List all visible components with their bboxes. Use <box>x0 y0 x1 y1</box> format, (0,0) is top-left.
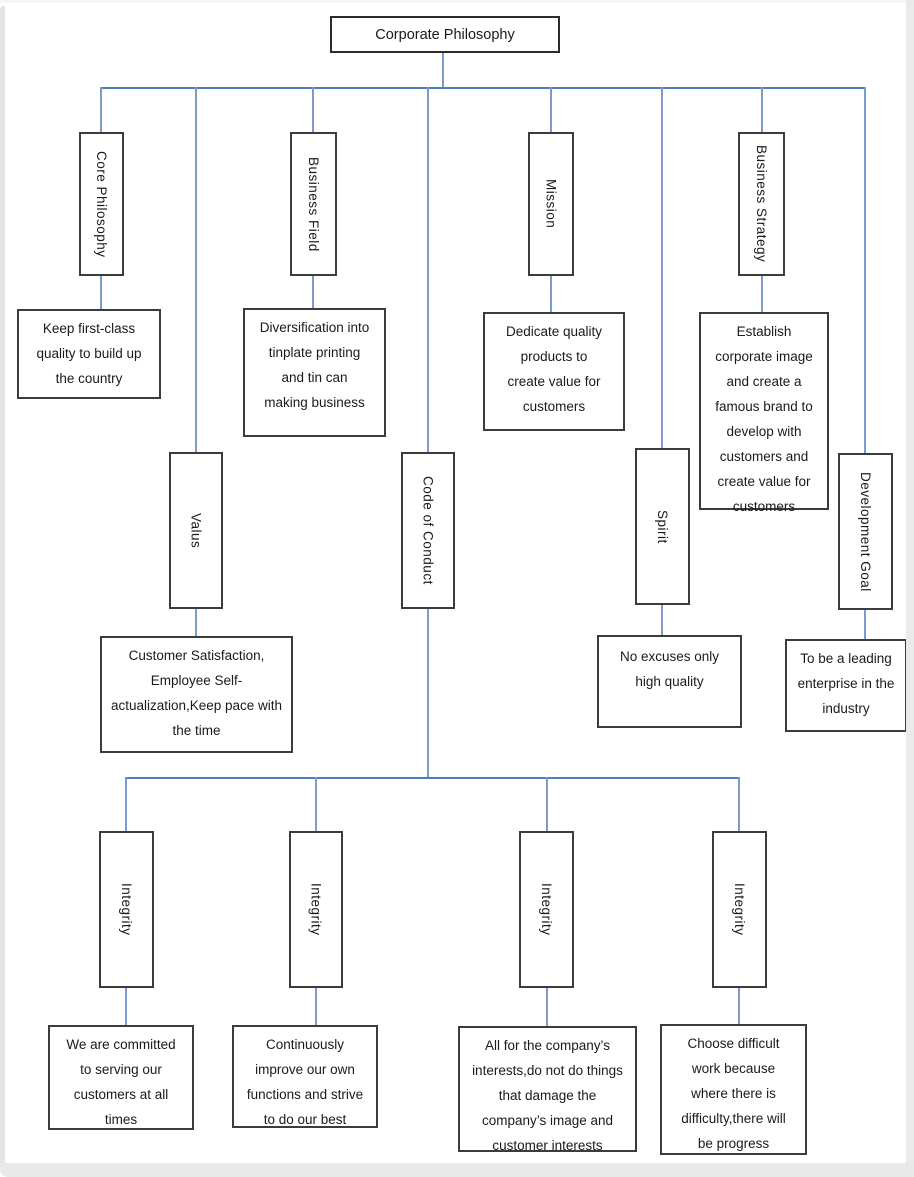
desc-box-mission: Dedicate quality products to create valu… <box>483 312 625 431</box>
connector-drop-integrity-3 <box>546 777 548 831</box>
node-box-business-field: Business Field <box>290 132 337 276</box>
connector-drop-integrity-4 <box>738 777 740 831</box>
connector-mission-desc <box>550 276 552 312</box>
connector-integrity-4-desc <box>738 988 740 1024</box>
connector-drop-mission <box>550 87 552 132</box>
node-box-integrity-3: Integrity <box>519 831 574 988</box>
connector-code-of-conduct-bus <box>427 609 429 777</box>
desc-box-integrity-4: Choose difficult work because where ther… <box>660 1024 807 1155</box>
node-box-integrity-1: Integrity <box>99 831 154 988</box>
desc-box-integrity-3: All for the company’s interests,do not d… <box>458 1026 637 1153</box>
connector-root-drop <box>442 53 444 87</box>
connector-integrity-2-desc <box>315 988 317 1025</box>
node-box-corporate-philosophy: Corporate Philosophy <box>330 16 560 53</box>
page-edge-right <box>906 0 914 1177</box>
node-label-integrity-2: Integrity <box>308 883 324 936</box>
connector-business-strategy-desc <box>761 276 763 312</box>
desc-box-business-field: Diversification into tinplate printing a… <box>243 308 386 437</box>
node-box-integrity-2: Integrity <box>289 831 343 988</box>
desc-box-spirit: No excuses only high quality <box>597 635 742 728</box>
page-edge-left <box>0 6 5 1171</box>
node-label-integrity-1: Integrity <box>119 883 134 936</box>
node-box-spirit: Spirit <box>635 448 690 605</box>
node-box-integrity-4: Integrity <box>712 831 767 988</box>
node-box-code-of-conduct: Code of Conduct <box>401 452 455 609</box>
connector-integrity-3-desc <box>546 988 548 1026</box>
desc-box-valus: Customer Satisfaction, Employee Self-act… <box>100 636 293 753</box>
node-label-core-philosophy: Core Philosophy <box>94 150 109 258</box>
connector-drop-valus <box>195 87 197 452</box>
connector-bus-1 <box>100 87 865 89</box>
node-label-business-field: Business Field <box>306 156 321 252</box>
node-label-development-goal: Development Goal <box>858 471 873 592</box>
connector-drop-core-philosophy <box>100 87 102 132</box>
page-edge-top <box>0 0 914 3</box>
connector-core-philosophy-desc <box>100 276 102 309</box>
page-edge-bottom <box>0 1163 914 1177</box>
desc-box-integrity-2: Continuously improve our own functions a… <box>232 1025 378 1128</box>
node-label-corporate-philosophy: Corporate Philosophy <box>375 26 515 43</box>
desc-box-integrity-1: We are committed to serving our customer… <box>48 1025 194 1130</box>
connector-development-goal-desc <box>864 610 866 639</box>
node-label-code-of-conduct: Code of Conduct <box>420 476 436 585</box>
node-label-integrity-3: Integrity <box>539 883 554 936</box>
node-box-mission: Mission <box>528 132 574 276</box>
connector-business-field-desc <box>312 276 314 308</box>
connector-integrity-1-desc <box>125 988 127 1025</box>
desc-box-development-goal: To be a leading enterprise in the indust… <box>785 639 907 732</box>
connector-drop-spirit <box>661 87 663 448</box>
node-box-core-philosophy: Core Philosophy <box>79 132 124 276</box>
node-label-valus: Valus <box>188 512 204 549</box>
node-label-mission: Mission <box>543 179 559 229</box>
connector-drop-integrity-2 <box>315 777 317 831</box>
desc-box-business-strategy: Establish corporate image and create a f… <box>699 312 829 514</box>
node-box-development-goal: Development Goal <box>838 453 893 610</box>
node-label-business-strategy: Business Strategy <box>754 145 769 263</box>
node-label-spirit: Spirit <box>655 509 670 544</box>
connector-drop-integrity-1 <box>125 777 127 831</box>
connector-drop-code-of-conduct <box>427 87 429 452</box>
node-box-business-strategy: Business Strategy <box>738 132 785 276</box>
desc-box-core-philosophy: Keep first-class quality to build up the… <box>17 309 161 399</box>
connector-drop-business-field <box>312 87 314 132</box>
connector-valus-desc <box>195 609 197 636</box>
node-box-valus: Valus <box>169 452 223 609</box>
connector-drop-development-goal <box>864 87 866 453</box>
node-label-integrity-4: Integrity <box>732 883 747 936</box>
connector-bus-2 <box>125 777 739 779</box>
connector-spirit-desc <box>661 605 663 635</box>
connector-drop-business-strategy <box>761 87 763 132</box>
